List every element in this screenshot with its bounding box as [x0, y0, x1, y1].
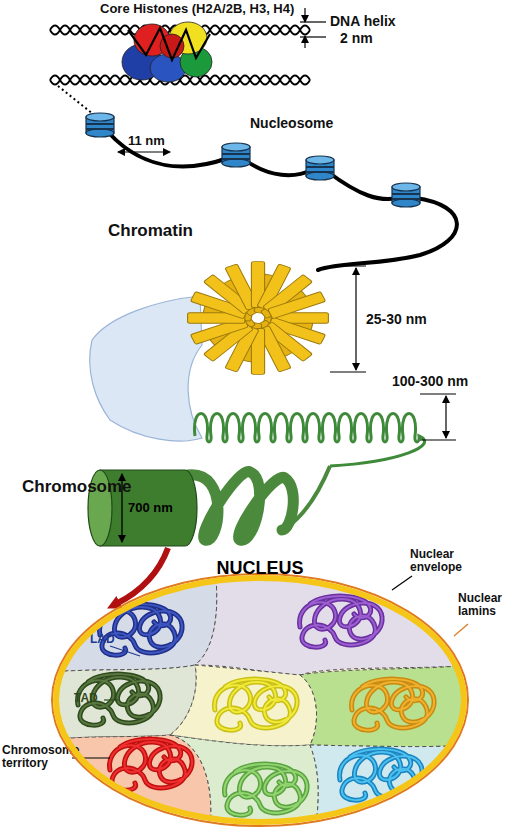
zoom-wedge	[90, 296, 202, 441]
nucleus-envelope	[48, 558, 472, 828]
dimension-label: 25-30 nm	[366, 312, 427, 327]
chromatin-fiber	[188, 262, 329, 375]
dimension-arrow	[420, 394, 456, 440]
nucleosome-icon	[86, 113, 114, 137]
nuclear-envelope	[56, 578, 464, 822]
structure-heading: Core Histones (H2A/2B, H3, H4)	[100, 2, 294, 16]
nucleosome-icon	[392, 183, 420, 207]
part-label: LAD	[90, 633, 115, 646]
dimension-label: 700 nm	[128, 501, 173, 515]
nucleus-title: NUCLEUS	[48, 558, 472, 578]
dimension-arrow	[118, 151, 170, 152]
chromosome-territories	[50, 570, 470, 829]
nucleosome-chain	[108, 132, 457, 270]
dimension-label: 11 nm	[128, 134, 165, 148]
nucleosome-icon	[222, 143, 250, 167]
dimension-arrow	[330, 266, 366, 372]
part-label: Nuclear lamins	[458, 592, 516, 618]
nuclear-lamina	[52, 574, 468, 826]
nucleus-outline: NUCLEUS	[48, 558, 472, 828]
structure-label: Nucleosome	[250, 116, 333, 131]
nucleosome-icon	[306, 156, 334, 180]
histone-octamer	[122, 22, 212, 82]
fiber-coil	[194, 414, 424, 467]
part-label: Nuclear envelope	[410, 548, 472, 574]
structure-label: DNA helix	[330, 14, 396, 29]
part-label: TAD	[74, 692, 98, 705]
structure-heading: Chromosome	[22, 478, 132, 497]
dimension-label: 2 nm	[340, 31, 373, 46]
structure-heading: Chromatin	[108, 222, 193, 241]
dimension-label: 100-300 nm	[392, 374, 468, 389]
dimension-mark	[300, 8, 326, 48]
